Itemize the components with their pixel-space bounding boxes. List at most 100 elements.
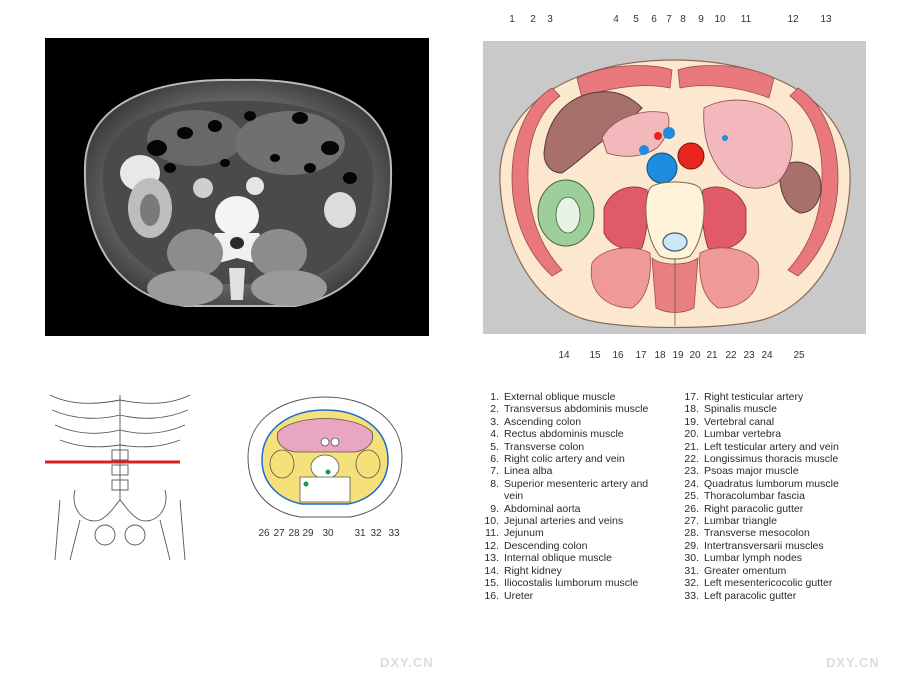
label-25: 25 [793,350,805,361]
legend-item: 22. Longissimus thoracis muscle [683,453,839,465]
label-23: 23 [743,350,755,361]
legend-item: 31. Greater omentum [683,565,839,577]
legend-item: 12. Descending colon [483,540,648,552]
legend-text: Jejunum [504,527,544,540]
legend-text: Greater omentum [704,564,787,577]
legend-number: 8. [490,477,499,490]
legend-text: Right colic artery and vein [504,453,625,466]
legend-number: 10. [484,515,499,528]
label-3: 3 [547,14,553,25]
legend-item: 14. Right kidney [483,565,648,577]
legend-item: 16.Ureter [483,590,648,602]
watermark: DXY.CN [380,655,434,670]
legend-item: 11. Jejunum [483,527,648,539]
legend-text: Lumbar lymph nodes [704,552,803,565]
legend-item: 32.Left mesentericocolic gutter [683,577,839,589]
legend-item: 1.External oblique muscle [483,391,648,403]
legend-item: 24.Quadratus lumborum muscle [683,478,839,490]
legend-number: 6. [490,453,499,466]
label-33: 33 [388,528,400,539]
label-9: 9 [698,14,704,25]
legend-number: 22. [684,453,699,466]
legend-item: 9.Abdominal aorta [483,503,648,515]
label-15: 15 [589,350,601,361]
legend-item: 28.Transverse mesocolon [683,527,839,539]
legend-text: Spinalis muscle [704,403,777,416]
legend-item: 21.Left testicular artery and vein [683,440,839,453]
skeleton-level-indicator [40,390,200,561]
label-2: 2 [530,14,536,25]
legend-text: Intertransversarii muscles [704,539,824,552]
legend-text: Lumbar vertebra [704,428,782,441]
legend-number: 14. [484,564,499,577]
legend-number: 7. [490,465,499,478]
legend-number: 12. [484,539,499,552]
legend-text: Descending colon [504,539,588,552]
legend-text: Ureter [504,589,534,602]
ct-scan-image [45,38,429,336]
label-5: 5 [633,14,639,25]
legend-number: 11. [485,527,499,540]
legend-number: 3. [490,415,499,428]
legend-number: 17. [684,391,699,403]
legend-text: Right kidney [504,564,562,577]
legend-number: 20. [684,428,699,441]
label-30: 30 [322,528,334,539]
legend-text: Psoas major muscle [704,465,799,478]
legend-number: 13. [484,552,499,565]
legend-number: 30. [684,552,699,565]
legend-text: Abdominal aorta [504,502,581,515]
label-6: 6 [651,14,657,25]
legend-text: Jejunal arteries and veins [504,515,624,528]
legend-number: 15. [484,577,499,590]
legend-item: 15.Iliocostalis lumborum muscle [483,577,648,589]
legend-text: Longissimus thoracis muscle [704,453,839,466]
label-13: 13 [820,14,832,25]
legend-number: 4. [490,428,499,441]
legend-item: 29. Intertransversarii muscles [683,540,839,552]
label-26: 26 [258,528,270,539]
legend-text: Transversus abdominis muscle [504,403,649,416]
legend-number: 27. [684,515,699,528]
label-7: 7 [666,14,672,25]
legend-item: 6. Right colic artery and vein [483,453,648,465]
legend-item: 17.Right testicular artery [683,391,839,403]
label-17: 17 [635,350,647,361]
legend-number: 29. [684,539,699,552]
label-10: 10 [714,14,726,25]
legend-number: 23. [684,465,699,478]
label-11: 11 [741,14,752,25]
legend-number: 18. [684,403,699,416]
legend-item: 30. Lumbar lymph nodes [683,552,839,564]
legend-item: 18. Spinalis muscle [683,403,839,415]
legend-number: 33. [684,589,699,602]
legend-number: 31. [684,564,699,577]
legend-text: Rectus abdominis muscle [504,428,624,441]
legend-text: Superior mesenteric artery and [504,477,649,490]
legend-item: 33.Left paracolic gutter [683,590,839,602]
legend-item: 27.Lumbar triangle [683,515,839,527]
anatomical-cross-section-diagram: 1 2 3 4 5 6 7 8 9 10 11 12 13 [482,8,868,363]
legend-item: 13.Internal oblique muscle [483,552,648,564]
legend-number: 26. [684,502,699,515]
legend-item: 5.Transverse colon [483,441,648,453]
legend-text: Right paracolic gutter [704,502,804,515]
legend-item: 10. Jejunal arteries and veins [483,515,648,527]
legend-item: 7.Linea alba [483,465,648,477]
label-32: 32 [370,528,382,539]
label-29: 29 [302,528,314,539]
label-21: 21 [706,350,718,361]
legend-item: 23. Psoas major muscle [683,465,839,477]
legend-text: Left testicular artery and vein [704,440,839,453]
watermark: DXY.CN [826,655,880,670]
label-24: 24 [761,350,773,361]
label-1: 1 [509,14,515,25]
label-19: 19 [672,350,684,361]
legend-text: Thoracolumbar fascia [704,490,805,503]
peritoneal-spaces-diagram: 26 27 28 29 30 31 32 33 [240,392,410,542]
legend-item: 26. Right paracolic gutter [683,503,839,515]
label-20: 20 [689,350,701,361]
label-28: 28 [288,528,300,539]
